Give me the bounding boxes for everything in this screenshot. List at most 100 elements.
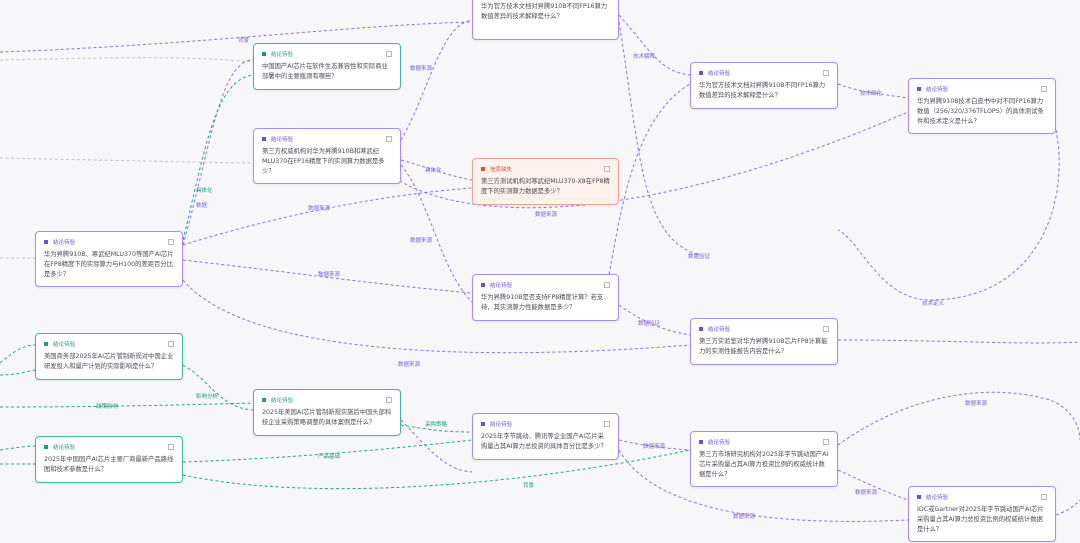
node-text: 华为昇腾910B是否支持FP8精度计算？若支持，其实测算力性能数据是多少？ <box>481 294 604 311</box>
edge-n9-right <box>837 339 1080 344</box>
edge-n15-right <box>1055 499 1080 516</box>
node-status-tag: 结论待验 <box>926 86 949 93</box>
edge-label: 政策影响 <box>96 402 119 410</box>
node-expand-icon[interactable] <box>823 438 829 445</box>
edge-n7-n9 <box>182 279 691 354</box>
question-node[interactable]: 结论待验 IDC或Gartner对2025年字节跳动国产AI芯片采购量占其AI算… <box>908 486 1056 542</box>
node-text: 华为昇腾910B技术白皮书中对不同FP16算力数值（256/320/376TFL… <box>917 98 1044 125</box>
edge-label: 数据验证 <box>688 252 711 260</box>
node-marker-icon <box>44 341 48 346</box>
question-node[interactable]: 结论待验 华为昇腾910B是否支持FP8精度计算？若支持，其实测算力性能数据是多… <box>472 274 619 321</box>
node-status-tag: 结论待验 <box>271 397 294 404</box>
node-status-tag: 结论待验 <box>271 51 294 58</box>
edge-label: 数据来源 <box>410 236 433 244</box>
node-expand-icon[interactable] <box>604 165 610 172</box>
edge-label: 产品基础 <box>318 452 341 460</box>
edge-label: 数据来源 <box>308 204 331 212</box>
edge-label: 采购策略 <box>425 420 448 428</box>
node-text: 华为官方技术文档对昇腾910B不同FP16算力数值差异的技术解释是什么？ <box>481 3 608 20</box>
edge-in-n10b <box>0 369 36 376</box>
question-node[interactable]: 结论待验 华为昇腾910B、寒武纪MLU370等国产AI芯片在FP8精度下的实际… <box>35 231 183 287</box>
node-expand-icon[interactable] <box>386 50 392 57</box>
edge-n5-n6 <box>400 159 473 181</box>
edge-label: 背景 <box>523 481 535 489</box>
edge-label: 数据来源 <box>398 360 421 368</box>
edge-n13-right <box>837 391 1080 446</box>
node-expand-icon[interactable] <box>823 69 829 76</box>
edge-n4-down <box>837 129 1060 301</box>
edge-in-n10 <box>0 344 36 364</box>
edge-label: 数据验证 <box>638 319 661 327</box>
edge-n1-n3 <box>618 14 691 76</box>
edge-n14-n12 <box>182 439 473 463</box>
edge-label: 数据来源 <box>965 399 988 407</box>
node-status-tag: 结论待验 <box>53 239 76 246</box>
node-text: 2025年美国AI芯片管制新规实施后中国头部科技企业采购策略调整的具体案例是什么… <box>262 409 392 426</box>
node-expand-icon[interactable] <box>168 238 174 245</box>
node-text: 华为昇腾910B、寒武纪MLU370等国产AI芯片在FP8精度下的实际算力与H1… <box>44 251 174 278</box>
node-text: 第三方权威机构对华为昇腾910B和寒武纪MLU370在FP16精度下的实测算力数… <box>262 148 385 175</box>
node-marker-icon <box>481 166 485 171</box>
edge-in-2 <box>0 157 254 164</box>
edge-in-n14 <box>0 445 36 451</box>
node-expand-icon[interactable] <box>1041 493 1047 500</box>
edge-n5-n4 <box>389 111 909 209</box>
question-node[interactable]: 华为官方技术文档对昇腾910B不同FP16算力数值差异的技术解释是什么？ <box>472 0 619 40</box>
node-text: 2025年中国国产AI芯片主要厂商最新产品路线图和技术参数是什么？ <box>44 456 174 473</box>
node-marker-icon <box>699 439 703 444</box>
edge-label: 数据来源 <box>733 512 756 520</box>
question-node[interactable]: 结论待验 2025年美国AI芯片管制新规实施后中国头部科技企业采购策略调整的具体… <box>253 389 401 436</box>
edge-n1-nright <box>618 21 701 256</box>
node-expand-icon[interactable] <box>168 340 174 347</box>
edge-label: 具体化 <box>425 166 442 174</box>
question-node[interactable]: 结论待验 第三方市场研究机构对2025年字节跳动国产AI芯片采购量占其AI算力投… <box>690 431 838 487</box>
edge-n13-n15 <box>837 469 909 501</box>
node-marker-icon <box>262 136 266 141</box>
node-text: 华为官方技术文档对昇腾910B不同FP16算力数值差异的技术解释是什么？ <box>699 82 826 99</box>
node-status-tag: 结论待验 <box>708 326 731 333</box>
question-node[interactable]: 结论待验 华为昇腾910B技术白皮书中对不同FP16算力数值（256/320/3… <box>908 78 1056 134</box>
node-status-tag: 结论待验 <box>53 341 76 348</box>
edge-label: 数据来源 <box>318 270 341 278</box>
edge-label: 技术细化 <box>860 89 883 97</box>
node-marker-icon <box>481 282 485 287</box>
edge-n8-n3 <box>604 83 691 297</box>
missing-info-node[interactable]: 信息缺失 第三方测试机构对寒武纪MLU370-X8在FP8精度下的实测算力数据是… <box>472 158 619 205</box>
edge-n12-n13 <box>618 439 691 451</box>
question-node[interactable]: 结论待验 华为官方技术文档对昇腾910B不同FP16算力数值差异的技术解释是什么… <box>690 62 838 109</box>
question-node[interactable]: 结论待验 第三方权威机构对华为昇腾910B和寒武纪MLU370在FP16精度下的… <box>253 128 401 184</box>
question-node[interactable]: 结论待验 第三方实验室对华为昇腾910B芯片FP8计算能力的实测性能报告内容是什… <box>690 318 838 365</box>
node-expand-icon[interactable] <box>604 281 610 288</box>
node-text: 2025年字节跳动、腾讯等企业国产AI芯片采购量占其AI算力总投资的具体百分比是… <box>481 433 607 450</box>
node-marker-icon <box>699 326 703 331</box>
node-expand-icon[interactable] <box>386 396 392 403</box>
node-marker-icon <box>481 421 485 426</box>
edge-n7-n2 <box>182 59 254 246</box>
question-node[interactable]: 结论待验 中国国产AI芯片在软件生态兼容性和实际商业部署中的主要瓶颈有哪些？ <box>253 43 401 90</box>
node-marker-icon <box>917 494 921 499</box>
edge-in-1 <box>0 57 254 63</box>
node-text: IDC或Gartner对2025年字节跳动国产AI芯片采购量占其AI算力总投资比… <box>917 506 1044 533</box>
edge-label: 数据来源 <box>643 442 666 450</box>
edge-label: 具体化 <box>196 186 213 194</box>
node-expand-icon[interactable] <box>386 135 392 142</box>
node-expand-icon[interactable] <box>1041 85 1047 92</box>
node-status-tag: 结论待验 <box>271 136 294 143</box>
edge-n14-n13 <box>182 449 691 490</box>
node-text: 第三方市场研究机构对2025年字节跳动国产AI芯片采购量占其AI算力投资比例的权… <box>699 451 829 478</box>
question-node[interactable]: 结论待验 2025年中国国产AI芯片主要厂商最新产品路线图和技术参数是什么？ <box>35 436 183 483</box>
node-text: 美国商务部2025年AI芯片管制新规对中国企业研发投入和量产计划的实际影响是什么… <box>44 353 174 370</box>
node-expand-icon[interactable] <box>604 420 610 427</box>
question-node[interactable]: 结论待验 2025年字节跳动、腾讯等企业国产AI芯片采购量占其AI算力总投资的具… <box>472 413 619 460</box>
node-expand-icon[interactable] <box>168 443 174 450</box>
edge-label: 技术解释 <box>633 52 656 60</box>
node-expand-icon[interactable] <box>823 325 829 332</box>
edge-label: 数据 <box>196 201 208 209</box>
question-node[interactable]: 结论待验 美国商务部2025年AI芯片管制新规对中国企业研发投入和量产计划的实际… <box>35 333 183 380</box>
edge-n8-n9 <box>618 304 691 336</box>
edge-n3-n4 <box>837 83 909 99</box>
edge-n5-n8 <box>400 164 473 303</box>
edge-label: 数据来源 <box>535 210 558 218</box>
